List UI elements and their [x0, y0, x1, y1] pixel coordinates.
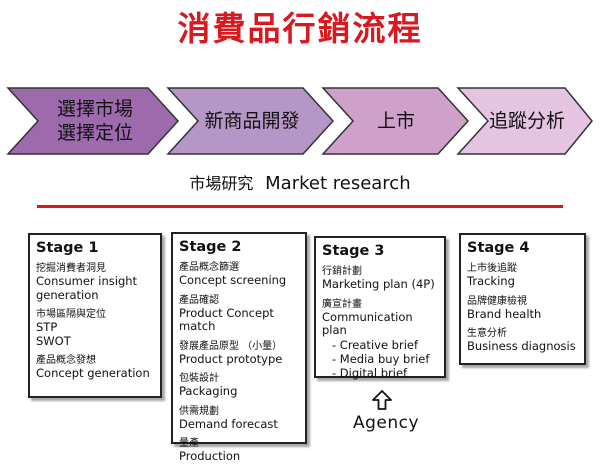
stage-title: Stage 3: [322, 243, 385, 259]
stage-item-en: Business diagnosis: [467, 339, 576, 353]
stage-item-en: Concept generation: [36, 366, 150, 380]
chevron-label-1: 選擇市場 選擇定位: [56, 98, 133, 144]
chevron-step-4: [456, 87, 593, 155]
market-research-heading: 市場研究 Market research: [0, 170, 600, 194]
stage-item-en: SWOT: [36, 333, 71, 348]
chevron-label-4: 追蹤分析: [488, 110, 565, 132]
stage-item-en: Demand forecast: [179, 416, 278, 431]
stage-item-en: Product Concept match: [179, 305, 274, 333]
chevron-step-1: [6, 87, 180, 155]
stage-item-en: Packaging: [179, 384, 238, 398]
stage-item-en: STP: [36, 320, 58, 334]
chevron-label-2: 新商品開發: [204, 110, 300, 132]
stage-sub-item: - Digital brief: [332, 365, 408, 380]
stage-title: Stage 4: [467, 240, 530, 256]
stage-sub-item: - Creative brief: [332, 337, 419, 352]
stage-item-en: Marketing plan (4P): [322, 277, 435, 291]
stage-item-en: Tracking: [467, 274, 515, 288]
market-research-zh: 市場研究: [189, 174, 254, 193]
chevron-step-3: [321, 87, 470, 155]
agency-label: Agency: [353, 413, 420, 433]
chevron-step-2: [166, 87, 335, 155]
stage-item-en: Consumer insight: [36, 274, 138, 288]
stage-item-en: Concept screening: [179, 273, 287, 287]
stage-item-group: 發展產品原型 （小量）Product prototype: [179, 340, 299, 367]
stage-item-zh: 量產: [179, 438, 199, 449]
process-flow-chevrons: [6, 87, 593, 155]
stage-item-en: generation: [36, 287, 99, 302]
stage-item-zh: 上市後追蹤: [467, 263, 517, 274]
divider-line: [37, 205, 563, 208]
stage-item-zh: 市場區隔與定位: [36, 309, 106, 320]
stage-item-zh: 行銷計劃: [322, 266, 362, 277]
stage-item-zh: 生意分析: [467, 328, 507, 339]
agency-up-arrow-icon: [372, 390, 392, 410]
stage-item-en: Communication plan: [322, 309, 413, 337]
stage-sub-item: - Media buy brief: [332, 351, 430, 366]
stage-item-zh: 包裝設計: [179, 373, 219, 384]
stage-item-zh: 供需規劃: [179, 405, 219, 417]
stage-title: Stage 1: [36, 240, 99, 256]
diagram-title: 消費品行銷流程: [177, 9, 423, 48]
stage-item-en: Production: [179, 449, 241, 463]
stage-title: Stage 2: [179, 239, 242, 255]
chevron-label-3: 上市: [376, 110, 415, 132]
stage-item-en: Product prototype: [179, 351, 283, 366]
market-research-en: Market research: [265, 173, 411, 194]
stage-item-zh: 挖掘消費者洞見: [36, 263, 106, 274]
stage-item-en: Brand health: [467, 306, 542, 321]
stage-item-zh: 產品概念發想: [36, 355, 96, 366]
stage-item-zh: 品牌健康檢視: [467, 295, 527, 307]
stage-item-zh: 發展產品原型 （小量）: [179, 340, 283, 352]
stage-item-zh: 產品概念篩選: [179, 262, 239, 273]
stage-item-zh: 產品確認: [179, 294, 219, 306]
stage-item-zh: 廣宣計畫: [322, 298, 362, 310]
